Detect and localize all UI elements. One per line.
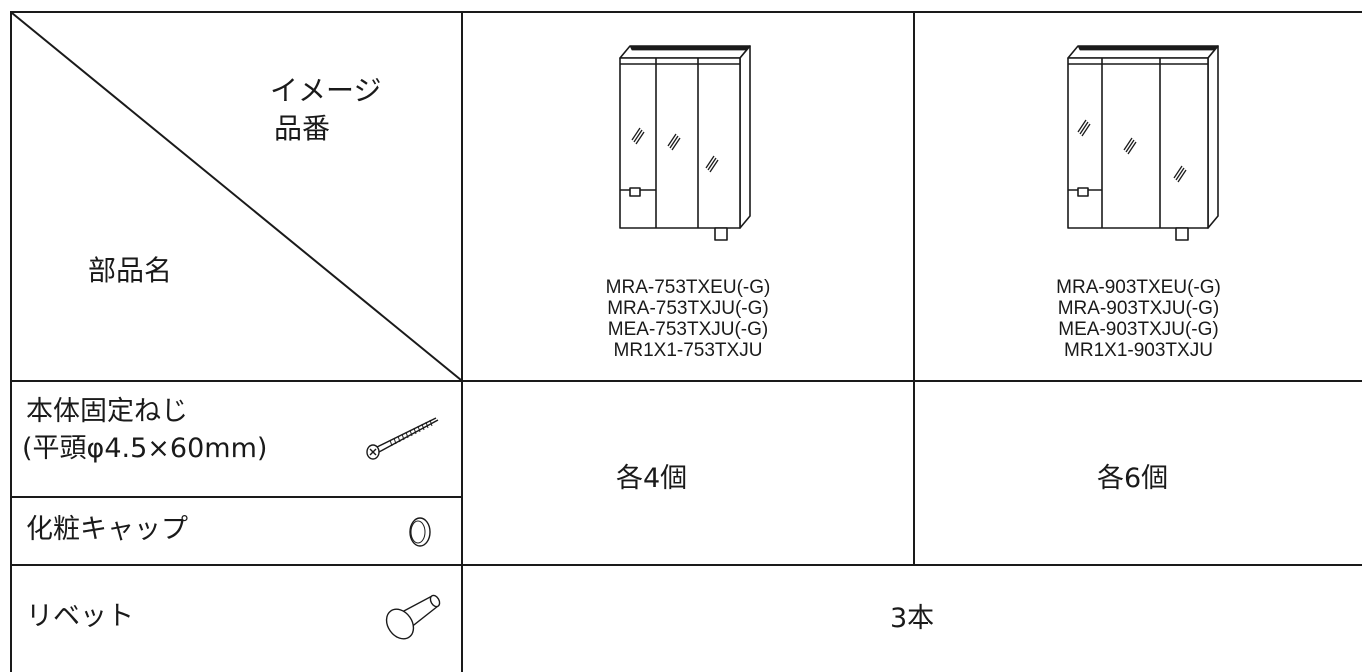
mirror-cabinet-900-image xyxy=(1067,45,1219,241)
header-image-label: イメージ xyxy=(270,74,382,107)
model-number: MR1X1-903TXJU xyxy=(1064,340,1213,361)
model-number: MEA-903TXJU(-G) xyxy=(1058,319,1219,340)
quantity-rivets: 3本 xyxy=(890,603,935,634)
header-part-number-label: 品番 xyxy=(274,112,331,145)
model-number: MRA-903TXJU(-G) xyxy=(1057,298,1220,319)
screw-icon xyxy=(366,417,439,460)
mirror-cabinet-750-image xyxy=(619,45,751,241)
header-part-name-label: 部品名 xyxy=(88,254,173,287)
model-number: MRA-753TXEU(-G) xyxy=(605,277,771,298)
model-number: MEA-753TXJU(-G) xyxy=(607,319,769,340)
column-divider-1 xyxy=(461,11,463,672)
table-border-top xyxy=(10,11,1362,13)
row-divider-cap xyxy=(10,564,1362,566)
part-name-screw-spec: (平頭φ4.5×60mm) xyxy=(22,433,268,464)
row-divider-screw xyxy=(10,496,462,498)
cap-icon xyxy=(409,517,431,547)
column-divider-2 xyxy=(913,11,915,566)
quantity-750: 各4個 xyxy=(616,463,688,494)
model-number: MR1X1-753TXJU xyxy=(613,340,763,361)
part-name-screw: 本体固定ねじ xyxy=(26,396,188,427)
part-name-cap: 化粧キャップ xyxy=(26,514,188,545)
model-number: MRA-753TXJU(-G) xyxy=(607,298,769,319)
rivet-icon xyxy=(385,594,441,640)
part-name-rivet: リベット xyxy=(26,601,134,632)
row-divider-header xyxy=(10,380,1362,382)
model-list-750: MRA-753TXEU(-G) MRA-753TXJU(-G) MEA-753T… xyxy=(463,277,913,361)
model-list-900: MRA-903TXEU(-G) MRA-903TXJU(-G) MEA-903T… xyxy=(915,277,1362,361)
table-border-left xyxy=(10,11,12,672)
model-number: MRA-903TXEU(-G) xyxy=(1056,277,1221,298)
quantity-900: 各6個 xyxy=(1097,463,1169,494)
